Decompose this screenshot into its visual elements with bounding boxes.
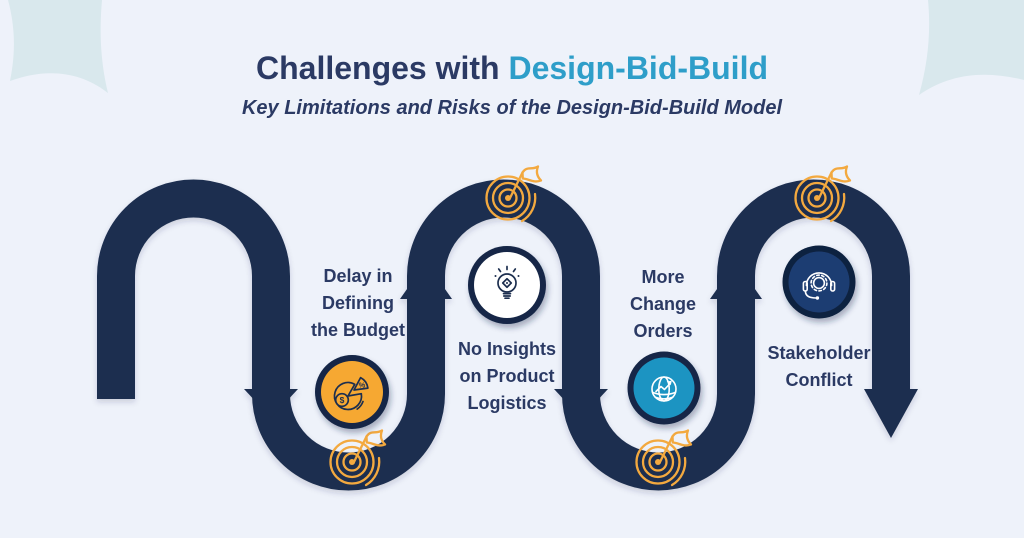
title-highlight: Design-Bid-Build: [508, 50, 768, 86]
corner-blob-right: [919, 0, 1024, 95]
target-flag-icon: [794, 165, 852, 223]
milestone-circle-change-orders: [627, 351, 701, 425]
up-arrowhead: [710, 262, 762, 299]
up-arrowhead: [400, 262, 452, 299]
final-down-arrowhead: [864, 389, 918, 438]
percent-glyph: %: [359, 380, 366, 389]
serpentine-path: [97, 179, 910, 491]
target-flag-icon: [635, 429, 693, 487]
milestone-circle-no-insights: [468, 246, 546, 324]
corner-blob-left: [8, 0, 108, 93]
milestone-label-no-insights: No Insights on Product Logistics: [458, 339, 556, 413]
down-arrowhead: [554, 389, 608, 418]
headset-gear-icon: [802, 272, 836, 300]
milestone-label-delay-budget: Delay in Defining the Budget: [311, 266, 405, 340]
header: Challenges with Design-Bid-Build Key Lim…: [0, 50, 1024, 120]
target-flag-icon: [485, 165, 543, 223]
milestone-label-change-orders: More Change Orders: [629, 267, 696, 341]
page-title: Challenges with Design-Bid-Build: [0, 50, 1024, 87]
milestone-circle-stakeholder-conflict: [782, 245, 856, 319]
pie-chart-dollar-percent-icon: $ %: [333, 376, 369, 411]
milestone-circle-delay-budget: $ %: [315, 355, 389, 429]
dollar-glyph: $: [340, 395, 345, 405]
page-subtitle: Key Limitations and Risks of the Design-…: [241, 96, 783, 119]
target-flag-icon: [329, 429, 387, 487]
milestone-label-stakeholder-conflict: Stakeholder Conflict: [767, 343, 871, 390]
down-arrowhead: [244, 389, 298, 418]
lightbulb-idea-icon: [494, 265, 520, 300]
title-prefix: Challenges with: [255, 50, 509, 86]
globe-growth-arrow-icon: [651, 376, 677, 402]
